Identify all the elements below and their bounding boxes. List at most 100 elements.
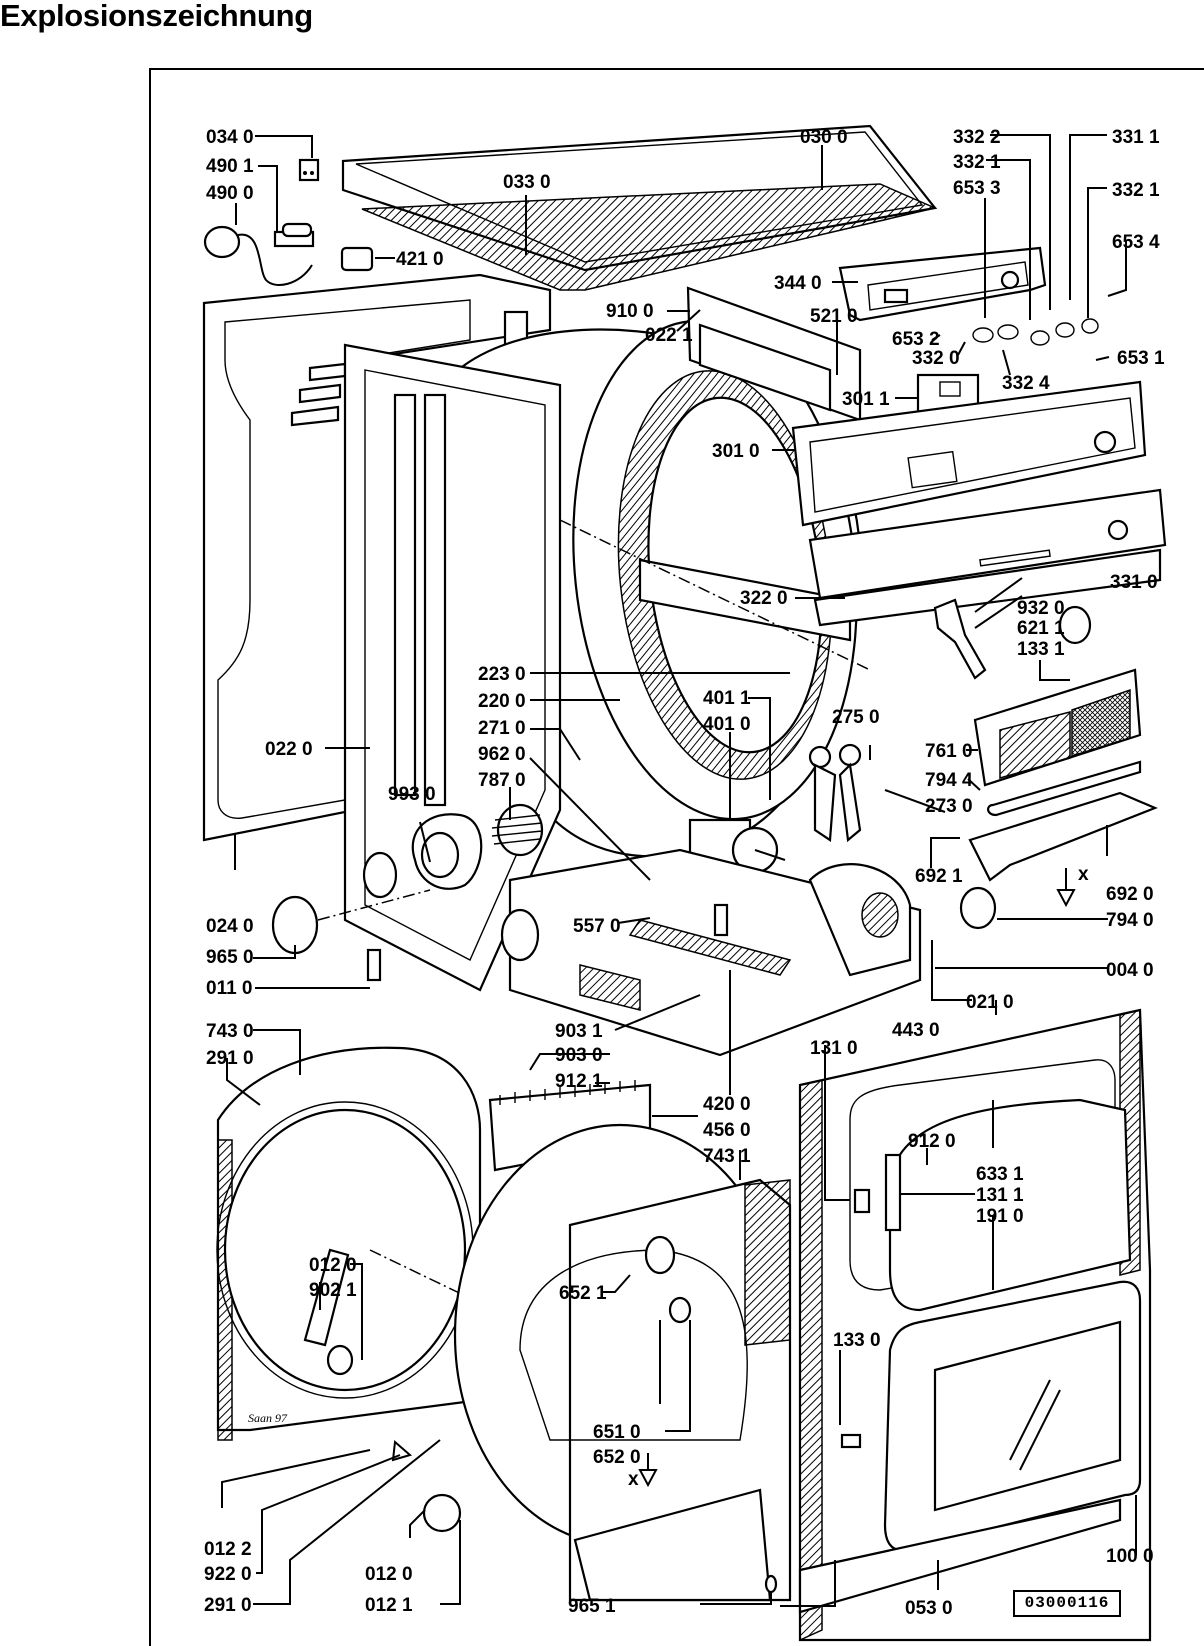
part-label-962-0[interactable]: 962 0 <box>478 744 526 765</box>
part-label-275-0[interactable]: 275 0 <box>832 707 880 728</box>
cap <box>271 895 319 955</box>
leader-lines <box>221 134 1137 1607</box>
part-label-322-0[interactable]: 322 0 <box>740 588 788 609</box>
part-label-401-1[interactable]: 401 1 <box>703 688 751 709</box>
part-label-651-0[interactable]: 651 0 <box>593 1422 641 1443</box>
plinth <box>798 1498 1122 1614</box>
part-label-332-0[interactable]: 332 0 <box>912 348 960 369</box>
part-label-912-1[interactable]: 912 1 <box>555 1071 603 1092</box>
door <box>840 1280 1142 1552</box>
part-label-903-0[interactable]: 903 0 <box>555 1045 603 1066</box>
part-label-331-1[interactable]: 331 1 <box>1112 127 1160 148</box>
part-label-012-0b[interactable]: 012 0 <box>365 1564 413 1585</box>
part-label-787-0[interactable]: 787 0 <box>478 770 526 791</box>
part-label-557-0[interactable]: 557 0 <box>573 916 621 937</box>
part-label-794-4[interactable]: 794 4 <box>925 770 973 791</box>
part-label-344-0[interactable]: 344 0 <box>774 273 822 294</box>
part-label-633-1[interactable]: 633 1 <box>976 1164 1024 1185</box>
part-label-910-0[interactable]: 910 0 <box>606 301 654 322</box>
part-label-743-1[interactable]: 743 1 <box>703 1146 751 1167</box>
power-cord-assembly <box>203 158 374 286</box>
part-label-053-0[interactable]: 053 0 <box>905 1598 953 1619</box>
part-label-521-0[interactable]: 521 0 <box>810 306 858 327</box>
part-label-332-1b[interactable]: 332 1 <box>1112 180 1160 201</box>
part-label-692-0[interactable]: 692 0 <box>1106 884 1154 905</box>
part-label-133-0[interactable]: 133 0 <box>833 1330 881 1351</box>
control-fascia <box>791 380 1167 627</box>
part-label-692-1[interactable]: 692 1 <box>915 866 963 887</box>
part-label-456-0[interactable]: 456 0 <box>703 1120 751 1141</box>
part-label-223-0[interactable]: 223 0 <box>478 664 526 685</box>
diagram-frame <box>149 68 1204 1646</box>
part-label-273-0[interactable]: 273 0 <box>925 796 973 817</box>
part-label-022-0[interactable]: 022 0 <box>265 739 313 760</box>
part-label-022-1[interactable]: 022 1 <box>645 325 693 346</box>
part-label-332-1[interactable]: 332 1 <box>953 152 1001 173</box>
part-label-133-1[interactable]: 133 1 <box>1017 639 1065 660</box>
part-label-490-0[interactable]: 490 0 <box>206 183 254 204</box>
part-label-653-1[interactable]: 653 1 <box>1117 348 1165 369</box>
part-label-033-0[interactable]: 033 0 <box>503 172 551 193</box>
part-label-030-0[interactable]: 030 0 <box>800 127 848 148</box>
part-label-012-2[interactable]: 012 2 <box>204 1539 252 1560</box>
part-label-653-2[interactable]: 653 2 <box>892 329 940 350</box>
part-label-912-0[interactable]: 912 0 <box>908 1131 956 1152</box>
part-label-993-0[interactable]: 993 0 <box>388 784 436 805</box>
program-knob <box>1058 605 1092 645</box>
part-label-220-0[interactable]: 220 0 <box>478 691 526 712</box>
part-label-932-0[interactable]: 932 0 <box>1017 598 1065 619</box>
part-labels: 034 0 490 1 490 0 033 0 421 0 030 0 332 … <box>204 127 1165 1619</box>
part-label-024-0[interactable]: 024 0 <box>206 916 254 937</box>
part-label-291-0a[interactable]: 291 0 <box>206 1048 254 1069</box>
part-label-743-0[interactable]: 743 0 <box>206 1021 254 1042</box>
part-label-301-0[interactable]: 301 0 <box>712 441 760 462</box>
part-label-652-1[interactable]: 652 1 <box>559 1283 607 1304</box>
part-label-332-4[interactable]: 332 4 <box>1002 373 1050 394</box>
part-label-331-0[interactable]: 331 0 <box>1110 572 1158 593</box>
part-label-761-0[interactable]: 761 0 <box>925 741 973 762</box>
rear-bearing-plate <box>216 1046 641 1441</box>
part-label-301-1[interactable]: 301 1 <box>842 389 890 410</box>
part-label-100-0[interactable]: 100 0 <box>1106 1546 1154 1567</box>
part-label-401-0[interactable]: 401 0 <box>703 714 751 735</box>
x-marker-2: x <box>628 1469 639 1490</box>
part-label-653-3[interactable]: 653 3 <box>953 178 1001 199</box>
latch-lever <box>933 598 987 680</box>
part-label-131-1[interactable]: 131 1 <box>976 1185 1024 1206</box>
part-label-034-0[interactable]: 034 0 <box>206 127 254 148</box>
page-title: Explosionszeichnung <box>0 0 313 33</box>
part-label-420-0[interactable]: 420 0 <box>703 1094 751 1115</box>
part-label-421-0[interactable]: 421 0 <box>396 249 444 270</box>
part-label-291-0b[interactable]: 291 0 <box>204 1595 252 1616</box>
cap-small <box>764 1574 778 1594</box>
screw <box>366 948 382 982</box>
part-label-621-1[interactable]: 621 1 <box>1017 618 1065 639</box>
part-label-443-0[interactable]: 443 0 <box>892 1020 940 1041</box>
part-label-332-2[interactable]: 332 2 <box>953 127 1001 148</box>
part-label-191-0[interactable]: 191 0 <box>976 1206 1024 1227</box>
top-channel <box>686 286 862 422</box>
part-label-965-0[interactable]: 965 0 <box>206 947 254 968</box>
rear-duct <box>422 1123 792 1602</box>
part-label-012-0a[interactable]: 012 0 <box>309 1255 357 1276</box>
part-label-490-1[interactable]: 490 1 <box>206 156 254 177</box>
part-label-011-0[interactable]: 011 0 <box>206 978 253 999</box>
part-label-004-0[interactable]: 004 0 <box>1106 960 1154 981</box>
x-marker-1: x <box>1078 864 1089 885</box>
drawing-number: 03000116 <box>1013 1590 1121 1617</box>
part-label-902-1[interactable]: 902 1 <box>309 1280 357 1301</box>
part-label-653-4[interactable]: 653 4 <box>1112 232 1160 253</box>
part-label-131-0[interactable]: 131 0 <box>810 1038 858 1059</box>
part-label-652-0[interactable]: 652 0 <box>593 1447 641 1468</box>
part-label-965-1[interactable]: 965 1 <box>568 1596 616 1617</box>
part-label-271-0[interactable]: 271 0 <box>478 718 526 739</box>
part-label-021-0[interactable]: 021 0 <box>966 992 1014 1013</box>
part-label-794-0[interactable]: 794 0 <box>1106 910 1154 931</box>
part-label-903-1[interactable]: 903 1 <box>555 1021 603 1042</box>
part-label-012-1[interactable]: 012 1 <box>365 1595 413 1616</box>
part-label-922-0[interactable]: 922 0 <box>204 1564 252 1585</box>
base-frame <box>500 848 922 1057</box>
top-cover <box>341 124 938 291</box>
back-panel-mark: Saan 97 <box>248 1411 288 1425</box>
